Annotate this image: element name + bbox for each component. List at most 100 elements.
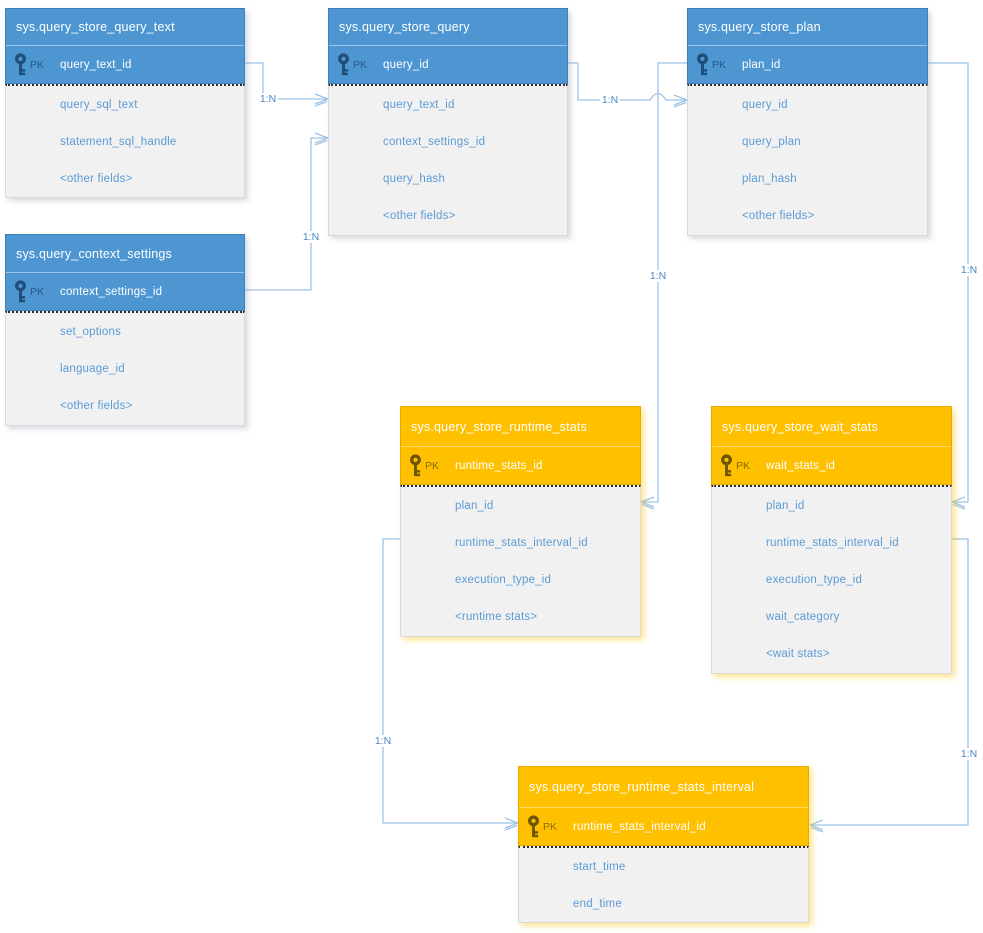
- field-name: language_id: [60, 362, 125, 375]
- arrowhead-icon: [314, 132, 329, 146]
- pk-row: PK runtime_stats_id: [401, 446, 640, 484]
- relationship-cardinality-label: 1:N: [958, 264, 980, 276]
- arrowhead-icon: [809, 819, 824, 833]
- primary-key-icon: [697, 52, 708, 75]
- table-body: query_text_id context_settings_id query_ha…: [328, 84, 568, 236]
- field-name: execution_type_id: [455, 574, 552, 587]
- key-icon-wrap: [696, 52, 709, 77]
- primary-key-icon: [528, 814, 539, 837]
- field-name: plan_id: [455, 499, 494, 512]
- field-name: execution_type_id: [766, 573, 863, 586]
- pk-row: PK wait_stats_id: [712, 446, 951, 484]
- arrowhead-icon: [673, 94, 688, 108]
- pk-field-name: runtime_stats_id: [455, 459, 543, 472]
- field-name: plan_hash: [742, 173, 797, 186]
- table-title: sys.query_store_runtime_stats: [411, 419, 588, 434]
- relationship-line-query-plan: [568, 62, 686, 101]
- pk-label: PK: [30, 58, 45, 71]
- table-title: sys.query_context_settings: [16, 246, 172, 261]
- arrowhead-icon: [314, 93, 329, 107]
- table-body: set_options language_id <other fields>: [5, 311, 245, 426]
- field-name: <other fields>: [742, 210, 815, 223]
- relationship-line-qtext-query: [245, 62, 327, 100]
- relationship-cardinality-label: 1:N: [599, 94, 621, 106]
- relationship-line-wait-interval: [811, 538, 969, 826]
- field-name: <runtime stats>: [455, 611, 538, 624]
- key-icon-wrap: [409, 453, 422, 478]
- pk-row: PK query_text_id: [6, 45, 244, 83]
- relationship-cardinality-label: 1:N: [372, 735, 394, 747]
- pk-row: PK runtime_stats_interval_id: [519, 807, 808, 845]
- table-title: sys.query_store_plan: [698, 20, 821, 34]
- field-name: start_time: [573, 860, 626, 873]
- key-icon-wrap: [720, 453, 733, 478]
- field-name: query_text_id: [383, 98, 455, 111]
- pk-field-name: query_text_id: [60, 58, 132, 71]
- pk-row: PK query_id: [329, 45, 567, 83]
- field-name: query_sql_text: [60, 98, 138, 111]
- table-body: query_sql_text statement_sql_handle <other…: [5, 84, 245, 198]
- table-body: start_time end_time: [518, 846, 809, 923]
- table-title: sys.query_store_query_text: [16, 20, 175, 34]
- pk-label: PK: [712, 58, 727, 71]
- field-name: runtime_stats_interval_id: [455, 536, 588, 549]
- table-body: plan_id runtime_stats_interval_id executio…: [711, 485, 952, 674]
- pk-field-name: context_settings_id: [60, 285, 163, 298]
- pk-field-name: query_id: [383, 58, 429, 71]
- field-name: plan_id: [766, 499, 805, 512]
- field-name: <other fields>: [60, 172, 133, 185]
- table-body: query_id query_plan plan_hash <other fields…: [687, 84, 928, 236]
- field-name: runtime_stats_interval_id: [766, 536, 899, 549]
- pk-label: PK: [543, 820, 558, 833]
- relationship-line-plan-runtime: [642, 62, 687, 503]
- key-icon-wrap: [14, 279, 27, 304]
- pk-label: PK: [30, 285, 45, 298]
- table-body: plan_id runtime_stats_interval_id executio…: [400, 485, 641, 637]
- key-icon-wrap: [14, 52, 27, 77]
- pk-label: PK: [353, 58, 368, 71]
- key-icon-wrap: [337, 52, 350, 77]
- key-icon-wrap: [527, 814, 540, 839]
- pk-field-name: wait_stats_id: [766, 459, 836, 472]
- pk-field-name: plan_id: [742, 58, 781, 71]
- table-title: sys.query_store_query: [339, 20, 470, 34]
- table-title: sys.query_store_runtime_stats_interval: [529, 780, 755, 794]
- primary-key-icon: [410, 453, 421, 476]
- primary-key-icon: [721, 453, 732, 476]
- field-name: context_settings_id: [383, 135, 486, 148]
- pk-row: PK plan_id: [688, 45, 927, 83]
- pk-label: PK: [425, 459, 440, 472]
- primary-key-icon: [338, 52, 349, 75]
- arrowhead-icon: [951, 496, 966, 510]
- relationship-cardinality-label: 1:N: [958, 748, 980, 760]
- field-name: <other fields>: [60, 400, 133, 413]
- field-name: query_hash: [383, 173, 446, 186]
- field-name: query_plan: [742, 135, 801, 148]
- arrowhead-icon: [504, 817, 519, 831]
- relationship-cardinality-label: 1:N: [647, 270, 669, 282]
- pk-label: PK: [736, 459, 751, 472]
- primary-key-icon: [15, 279, 26, 302]
- table-title: sys.query_store_wait_stats: [722, 419, 878, 434]
- arrowhead-icon: [640, 496, 655, 510]
- pk-row: PK context_settings_id: [6, 272, 244, 310]
- field-name: set_options: [60, 325, 122, 338]
- field-name: statement_sql_handle: [60, 135, 177, 148]
- field-name: end_time: [573, 897, 622, 910]
- field-name: query_id: [742, 98, 788, 111]
- pk-field-name: runtime_stats_interval_id: [573, 820, 706, 833]
- field-name: wait_category: [766, 611, 840, 624]
- relationship-line-ctx-query: [245, 137, 327, 291]
- relationship-line-runtime-interval: [382, 538, 517, 824]
- relationship-cardinality-label: 1:N: [300, 231, 322, 243]
- field-name: <wait stats>: [766, 648, 830, 661]
